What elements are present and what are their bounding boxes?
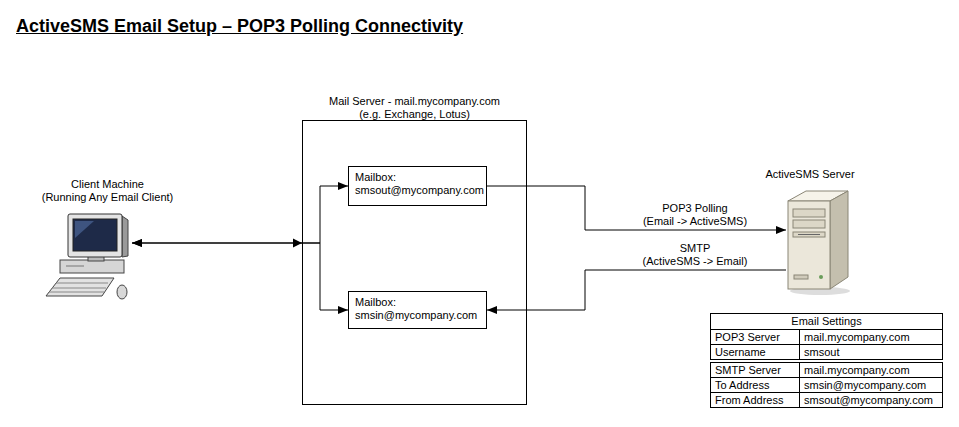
activesms-server: ActiveSMS Server [758,168,862,297]
text-line: Mail Server - mail.mycompany.com [263,95,566,108]
table-cell: smsout [799,344,943,360]
table-cell: Username [710,344,800,360]
client-machine: Client Machine (Running Any Email Client… [38,178,177,305]
table-cell: To Address [710,377,800,393]
node-label: Mailbox: smsin@mycompany.com [355,296,480,322]
text-line: Client Machine [38,178,177,191]
computer-icon [44,210,132,305]
table-cell: smsout@mycompany.com [799,392,943,408]
table-cell: From Address [710,392,800,408]
text-line: smsin@mycompany.com [355,309,480,322]
node-label: Mail Server - mail.mycompany.com (e.g. E… [263,95,566,121]
node-label: ActiveSMS Server [758,168,862,181]
table-cell: mail.mycompany.com [799,362,943,378]
server-tower-icon [786,189,852,297]
text-line: (e.g. Exchange, Lotus) [263,108,566,121]
connector-label: SMTP (ActiveSMS -> Email) [641,242,750,268]
text-line: (ActiveSMS -> Email) [643,255,748,268]
text-line: POP3 Polling [643,202,747,215]
table-cell: POP3 Server [710,329,800,345]
mailbox-box: Mailbox: smsout@mycompany.com [348,166,487,206]
text-line: (Running Any Email Client) [38,191,177,204]
table-cell: smsin@mycompany.com [799,377,943,393]
connector [132,243,348,310]
text-line: SMTP [643,242,748,255]
text-line: (Email -> ActiveSMS) [643,215,747,228]
table-cell: SMTP Server [710,362,800,378]
diagram-title: ActiveSMS Email Setup – POP3 Polling Con… [16,16,463,37]
text-line: Mailbox: [355,171,480,184]
table-cell: mail.mycompany.com [799,329,943,345]
text-line: Mailbox: [355,296,480,309]
node-label: Client Machine (Running Any Email Client… [38,178,177,204]
table-cell: Email Settings [710,313,943,330]
connector-label: POP3 Polling (Email -> ActiveSMS) [641,202,749,228]
node-label: Mailbox: smsout@mycompany.com [355,171,480,197]
connector [487,186,786,230]
mail-server-box: Mail Server - mail.mycompany.com (e.g. E… [302,120,527,405]
mailbox-box: Mailbox: smsin@mycompany.com [348,291,487,329]
text-line: smsout@mycompany.com [355,184,480,197]
connector [487,270,786,310]
